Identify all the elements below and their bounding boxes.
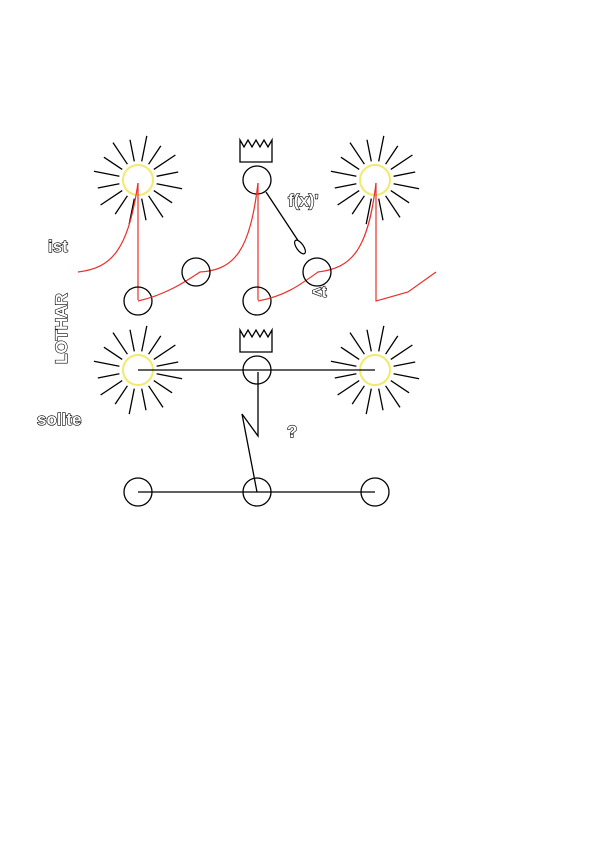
sun-ray — [100, 190, 123, 206]
sun-ray — [141, 135, 148, 162]
sun-ray — [393, 183, 420, 190]
node-circle-bottom-right — [360, 477, 390, 507]
sun-ray — [93, 170, 120, 177]
sun-ray — [378, 135, 385, 162]
sun-ray — [156, 183, 183, 190]
sun-ray — [141, 325, 148, 352]
sun-ray — [148, 335, 162, 355]
sun-ray — [141, 388, 147, 411]
sun-ray — [129, 139, 135, 162]
sun-ray — [351, 385, 365, 405]
sun-ray — [97, 183, 120, 189]
red-curve-4 — [375, 183, 437, 302]
red-curve-3 — [257, 182, 377, 302]
sun-ray — [330, 170, 357, 177]
sun-ray — [385, 145, 399, 165]
sun-ray — [148, 145, 162, 165]
sun-ray — [390, 190, 410, 204]
sun-ray — [365, 198, 372, 225]
sun-ray — [103, 156, 123, 170]
sun-ray — [349, 332, 365, 355]
red-curve-2 — [137, 182, 259, 302]
sun-ray — [340, 346, 360, 360]
sun-ray — [330, 360, 357, 367]
arrow-line — [265, 191, 300, 243]
node-circle-bottom-left — [123, 477, 153, 507]
crown-icon-top — [239, 137, 273, 163]
sun-ray — [114, 385, 128, 405]
sun-ray — [385, 335, 399, 355]
node-circle-mid-2 — [302, 257, 332, 287]
node-circle-bottom-middle — [242, 477, 272, 507]
sun-ray — [390, 380, 410, 394]
arrow-icon — [293, 239, 307, 255]
sun-ray — [100, 380, 123, 396]
sun-ray — [390, 154, 413, 170]
sun-ray — [148, 385, 164, 408]
sun-ray — [153, 380, 173, 394]
node-circle-mid-1 — [181, 257, 211, 287]
sun-ray — [337, 190, 360, 206]
sun-ray — [393, 373, 420, 380]
sun-ray — [103, 346, 123, 360]
sun-ray — [378, 388, 384, 411]
sun-icon-mid-right — [330, 325, 420, 415]
sun-ray — [365, 388, 372, 415]
sun-ray — [128, 388, 135, 415]
sun-ray — [393, 171, 416, 177]
sun-ray — [153, 154, 176, 170]
sun-ray — [349, 142, 365, 165]
node-circle-lower-1 — [123, 286, 153, 316]
sun-ray — [393, 361, 416, 367]
label-ist: ist — [48, 237, 68, 256]
sun-ray — [366, 139, 372, 162]
label-lothar: LOTHAR — [52, 293, 71, 364]
sun-icon-top-right — [330, 135, 420, 225]
label-fx: f(x)' — [288, 191, 318, 210]
sun-icon-mid-left — [93, 325, 183, 415]
sun-ray — [156, 171, 179, 177]
sun-ray — [385, 385, 401, 408]
sun-ray — [156, 361, 179, 367]
sun-ray — [97, 373, 120, 379]
sun-ray — [334, 183, 357, 189]
sun-ray — [112, 332, 128, 355]
sun-ray — [337, 380, 360, 396]
sun-icon-top-left — [93, 135, 183, 225]
sun-ray — [378, 198, 384, 221]
sun-ray — [366, 329, 372, 352]
sun-ray — [112, 142, 128, 165]
red-curve-left — [77, 182, 139, 273]
sun-ray — [141, 198, 147, 221]
label-sollte: sollte — [37, 410, 81, 429]
sun-ray — [114, 195, 128, 215]
sun-ray — [153, 190, 173, 204]
sun-ray — [340, 156, 360, 170]
sun-ray — [351, 195, 365, 215]
sun-ray — [148, 195, 164, 218]
sun-ray — [129, 329, 135, 352]
crown-icon-mid — [239, 327, 273, 353]
sun-halo — [359, 164, 391, 196]
zigzag-line — [241, 372, 259, 493]
sun-ray — [156, 373, 183, 380]
node-circle-lower-2 — [242, 286, 272, 316]
sun-ray — [390, 344, 413, 360]
sun-ray — [378, 325, 385, 352]
sun-ray — [93, 360, 120, 367]
label-t: <t — [312, 284, 327, 301]
sun-ray — [385, 195, 401, 218]
sun-ray — [334, 373, 357, 379]
sun-ray — [153, 344, 176, 360]
label-question: ? — [287, 422, 297, 441]
